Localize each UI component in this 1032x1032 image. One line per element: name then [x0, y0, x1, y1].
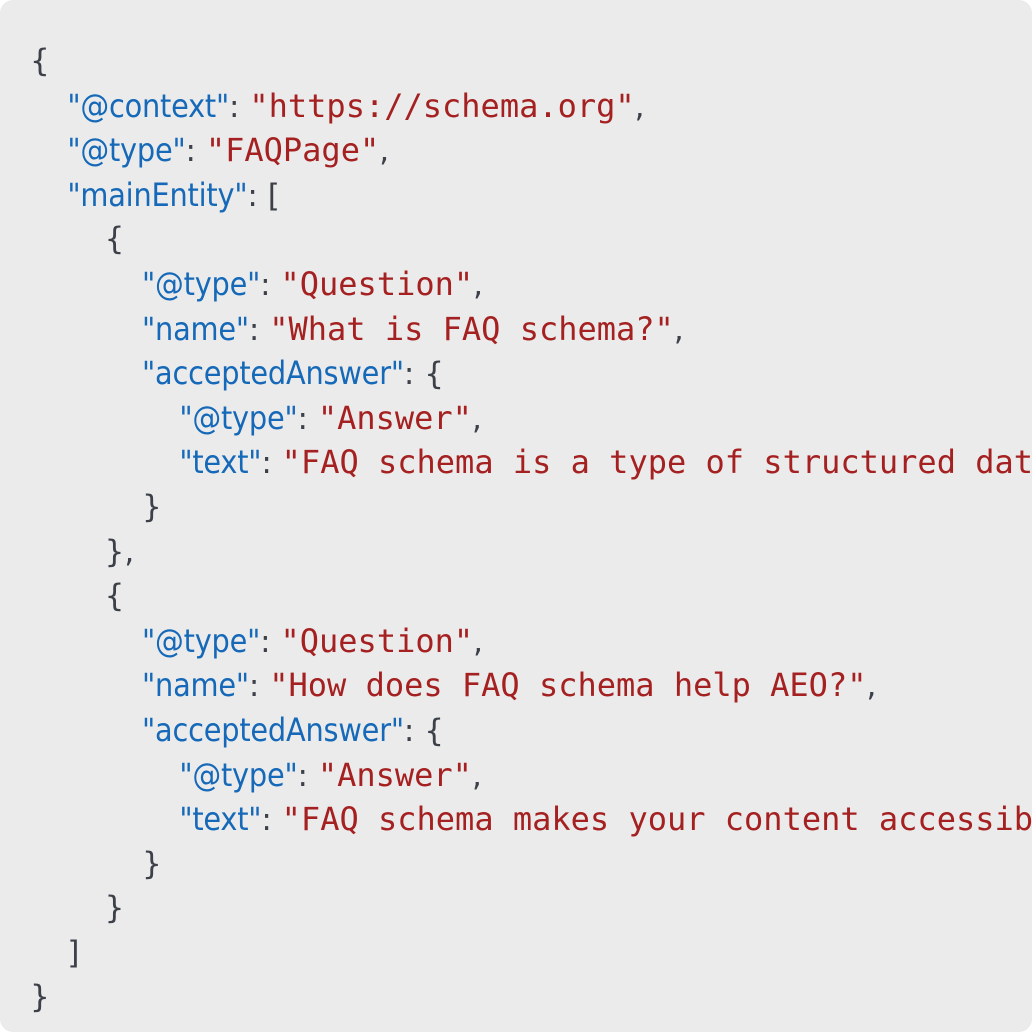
key-value-separator: :: [260, 266, 281, 303]
indent-spacer: [30, 713, 142, 749]
code-line: },: [0, 530, 1032, 575]
json-key: "text": [179, 800, 262, 839]
key-value-separator: :: [260, 623, 281, 660]
code-punctuation: },: [104, 533, 135, 570]
key-value-separator: :: [248, 668, 270, 705]
indent-spacer: [30, 133, 67, 169]
code-punctuation: {: [104, 578, 125, 615]
json-key: "@type": [141, 264, 261, 303]
code-line: "name": "How does FAQ schema help AEO?",: [0, 663, 1032, 708]
code-line: ]: [0, 931, 1032, 976]
indent-spacer: [30, 356, 142, 392]
indent-spacer: [30, 401, 179, 437]
code-punctuation: [: [267, 177, 280, 214]
indent-spacer: [30, 89, 67, 125]
indent-spacer: [30, 802, 179, 838]
code-line: "@type": "Question",: [0, 262, 1032, 307]
json-string-value: "Answer": [317, 755, 472, 794]
key-value-separator: :: [403, 356, 425, 393]
json-key: "@type": [67, 131, 186, 170]
indent-spacer: [30, 890, 105, 926]
code-punctuation: }: [141, 845, 162, 882]
json-key: "name": [141, 309, 249, 348]
code-punctuation: ]: [67, 934, 80, 971]
code-punctuation: }: [141, 488, 162, 525]
code-punctuation: {: [424, 356, 444, 393]
code-line: "@type": "Answer",: [0, 753, 1032, 798]
code-punctuation: ,: [379, 133, 390, 170]
key-value-separator: :: [185, 133, 206, 170]
code-line: "text": "FAQ schema makes your content a…: [0, 797, 1032, 842]
json-key: "name": [141, 666, 249, 705]
code-punctuation: ,: [473, 266, 483, 303]
json-key: "text": [179, 443, 262, 482]
json-key: "acceptedAnswer": [141, 710, 404, 749]
json-key: "acceptedAnswer": [141, 354, 404, 393]
key-value-separator: :: [261, 802, 282, 839]
code-punctuation: {: [30, 43, 50, 79]
json-string-value: "FAQ schema is a type of structured data…: [281, 443, 1032, 482]
indent-spacer: [30, 758, 179, 794]
key-value-separator: :: [229, 88, 250, 125]
code-line: }: [0, 842, 1032, 887]
code-line: "name": "What is FAQ schema?",: [0, 307, 1032, 352]
code-line: "@type": "Answer",: [0, 396, 1032, 441]
key-value-separator: :: [247, 177, 268, 214]
key-value-separator: :: [403, 712, 425, 749]
indent-spacer: [30, 267, 142, 303]
indent-spacer: [30, 624, 142, 660]
json-string-value: "FAQ schema makes your content accessibl…: [281, 800, 1032, 839]
indent-spacer: [30, 846, 142, 882]
json-key: "mainEntity": [67, 175, 248, 214]
code-line: {: [0, 217, 1032, 262]
code-line: "acceptedAnswer": {: [0, 708, 1032, 753]
key-value-separator: :: [261, 445, 282, 482]
code-line: "@type": "FAQPage",: [0, 128, 1032, 173]
code-line: }: [0, 485, 1032, 530]
json-string-value: "What is FAQ schema?": [269, 309, 674, 348]
code-line: }: [0, 886, 1032, 931]
code-punctuation: }: [30, 979, 50, 1016]
code-punctuation: {: [104, 221, 125, 258]
code-line: "mainEntity": [: [0, 173, 1032, 218]
code-line: "@context": "https://schema.org",: [0, 84, 1032, 129]
code-line: }: [0, 975, 1032, 1020]
json-string-value: "How does FAQ schema help AEO?": [269, 666, 867, 705]
json-string-value: "https://schema.org": [249, 86, 635, 125]
indent-spacer: [30, 178, 67, 214]
code-line: "text": "FAQ schema is a type of structu…: [0, 440, 1032, 485]
key-value-separator: :: [297, 400, 318, 437]
json-key: "@type": [179, 755, 298, 794]
json-string-value: "Answer": [317, 398, 472, 437]
indent-spacer: [30, 312, 142, 348]
code-line: "@type": "Question",: [0, 619, 1032, 664]
indent-spacer: [30, 221, 105, 257]
key-value-separator: :: [297, 757, 318, 794]
code-punctuation: ,: [471, 757, 482, 794]
json-string-value: "Question": [280, 264, 474, 303]
code-punctuation: ,: [473, 623, 483, 660]
json-ld-code-block[interactable]: { "@context": "https://schema.org", "@ty…: [0, 39, 1032, 1020]
indent-spacer: [30, 445, 179, 481]
code-line: {: [0, 39, 1032, 84]
json-string-value: "FAQPage": [205, 131, 380, 170]
code-punctuation: }: [104, 890, 125, 927]
json-string-value: "Question": [280, 621, 474, 660]
code-punctuation: {: [424, 712, 444, 749]
json-key: "@context": [67, 86, 230, 125]
code-punctuation: ,: [634, 88, 645, 125]
indent-spacer: [30, 935, 67, 971]
code-line: {: [0, 574, 1032, 619]
code-punctuation: ,: [673, 311, 684, 348]
code-line: "acceptedAnswer": {: [0, 351, 1032, 396]
json-key: "@type": [141, 621, 261, 660]
indent-spacer: [30, 668, 142, 704]
indent-spacer: [30, 489, 142, 525]
indent-spacer: [30, 534, 105, 570]
indent-spacer: [30, 578, 105, 614]
code-punctuation: ,: [866, 668, 877, 705]
key-value-separator: :: [248, 311, 270, 348]
code-punctuation: ,: [471, 400, 482, 437]
json-key: "@type": [179, 398, 298, 437]
